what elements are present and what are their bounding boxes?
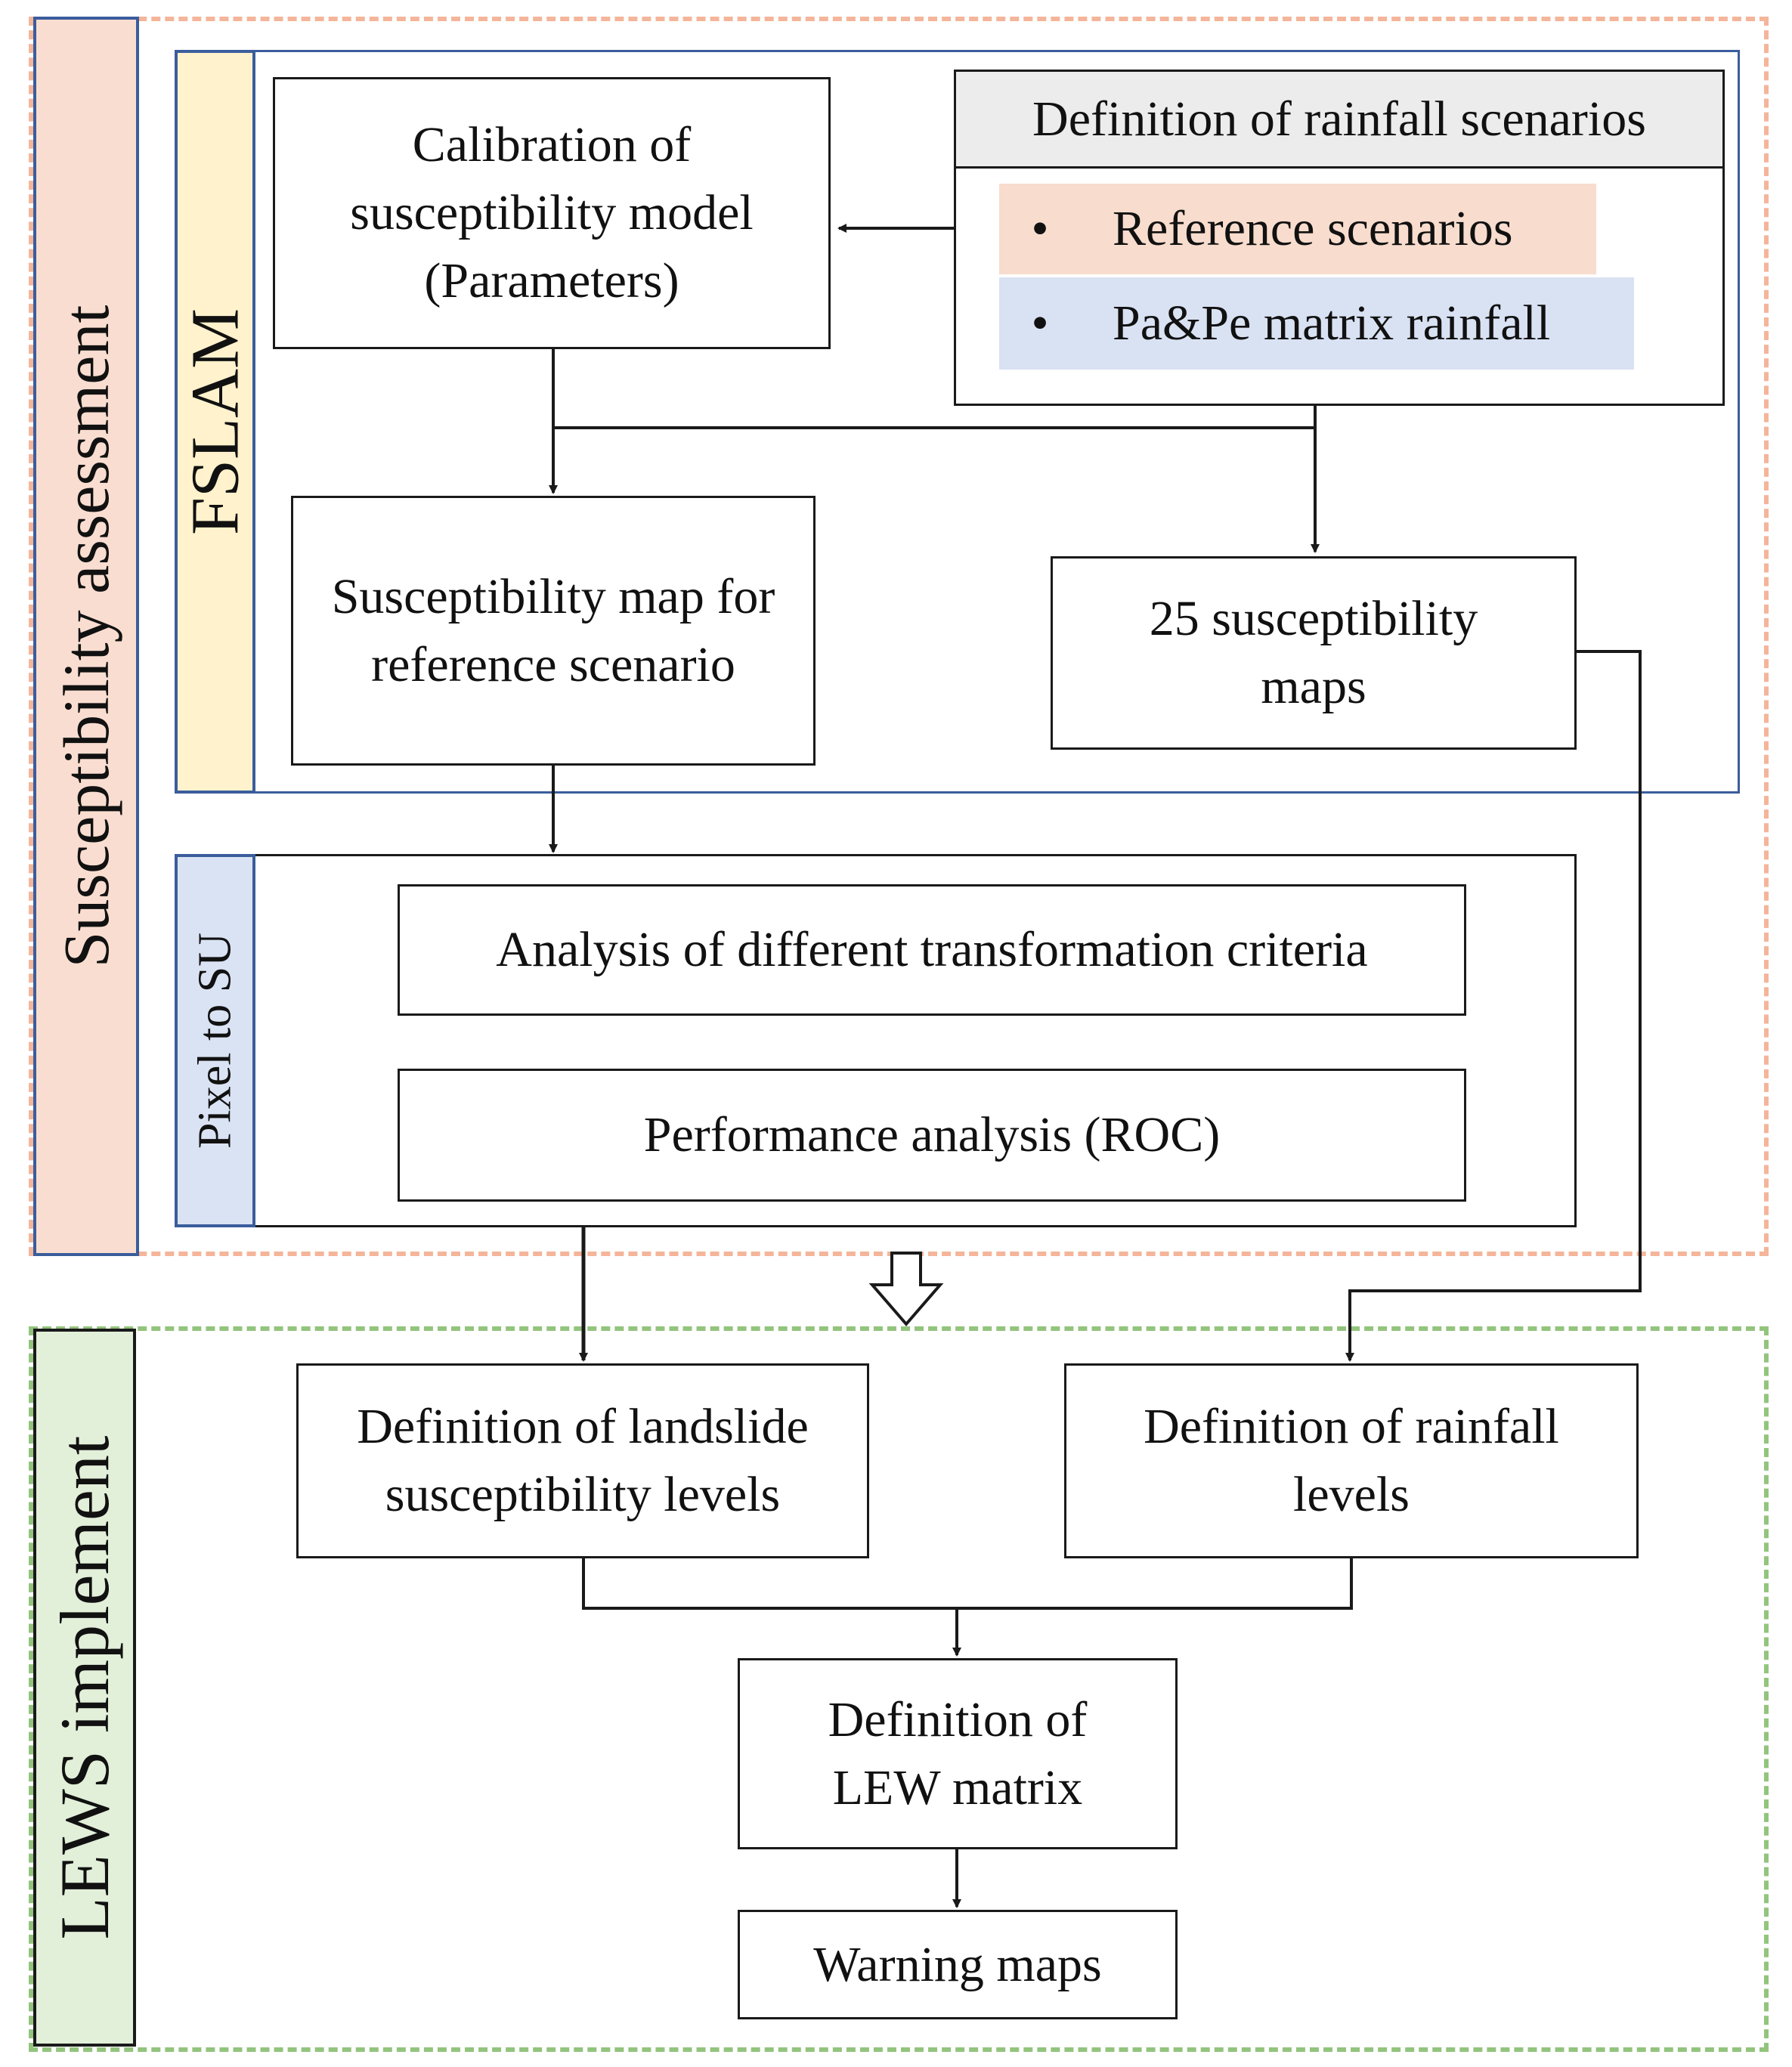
transformation-criteria-box: Analysis of different transformation cri… xyxy=(398,884,1466,1016)
matrix-rainfall-item: • Pa&Pe matrix rainfall xyxy=(999,277,1634,370)
arrow-25-maps-to-rainfall-levels xyxy=(1345,650,1642,1362)
lew-matrix-text: Definition of LEW matrix xyxy=(828,1691,1088,1815)
susceptibility-map-reference-box: Susceptibility map for reference scenari… xyxy=(291,496,816,766)
rainfall-levels-text: Definition of rainfall levels xyxy=(1144,1399,1559,1522)
reference-scenarios-text: Reference scenarios xyxy=(1113,201,1513,256)
rainfall-scenarios-box: Definition of rainfall scenarios • Refer… xyxy=(954,70,1725,406)
warning-maps-text: Warning maps xyxy=(813,1936,1102,1992)
lews-implement-group xyxy=(29,1326,1769,2052)
susceptibility-maps-25-text: 25 susceptibility maps xyxy=(1149,591,1478,714)
susceptibility-assessment-label: Susceptibility assessment xyxy=(33,17,139,1256)
landslide-levels-box: Definition of landslide susceptibility l… xyxy=(296,1363,869,1558)
performance-analysis-text: Performance analysis (ROC) xyxy=(643,1107,1221,1163)
susceptibility-map-reference-text: Susceptibility map for reference scenari… xyxy=(331,568,775,692)
susceptibility-maps-25-box: 25 susceptibility maps xyxy=(1051,556,1577,750)
fslam-label: FSLAM xyxy=(175,50,255,794)
transformation-criteria-text: Analysis of different transformation cri… xyxy=(496,922,1368,978)
rainfall-levels-box: Definition of rainfall levels xyxy=(1064,1363,1639,1558)
join-line-levels xyxy=(582,1558,1353,1610)
rainfall-scenarios-title-row: Definition of rainfall scenarios xyxy=(956,72,1722,169)
bullet-icon: • xyxy=(1031,296,1049,351)
reference-scenarios-item: • Reference scenarios xyxy=(999,184,1596,274)
rainfall-scenarios-title: Definition of rainfall scenarios xyxy=(1032,91,1646,147)
lews-implement-label: LEWS implement xyxy=(33,1329,136,2047)
performance-analysis-box: Performance analysis (ROC) xyxy=(398,1069,1466,1202)
landslide-levels-text: Definition of landslide susceptibility l… xyxy=(357,1399,809,1522)
block-arrow-down-icon xyxy=(868,1252,944,1327)
bullet-icon: • xyxy=(1031,201,1049,256)
calibration-box: Calibration of susceptibility model (Par… xyxy=(273,77,831,349)
pixel-to-su-label: Pixel to SU xyxy=(175,854,255,1227)
matrix-rainfall-text: Pa&Pe matrix rainfall xyxy=(1113,296,1551,351)
lew-matrix-box: Definition of LEW matrix xyxy=(738,1658,1178,1849)
warning-maps-box: Warning maps xyxy=(738,1910,1178,2019)
calibration-text: Calibration of susceptibility model (Par… xyxy=(350,117,754,308)
